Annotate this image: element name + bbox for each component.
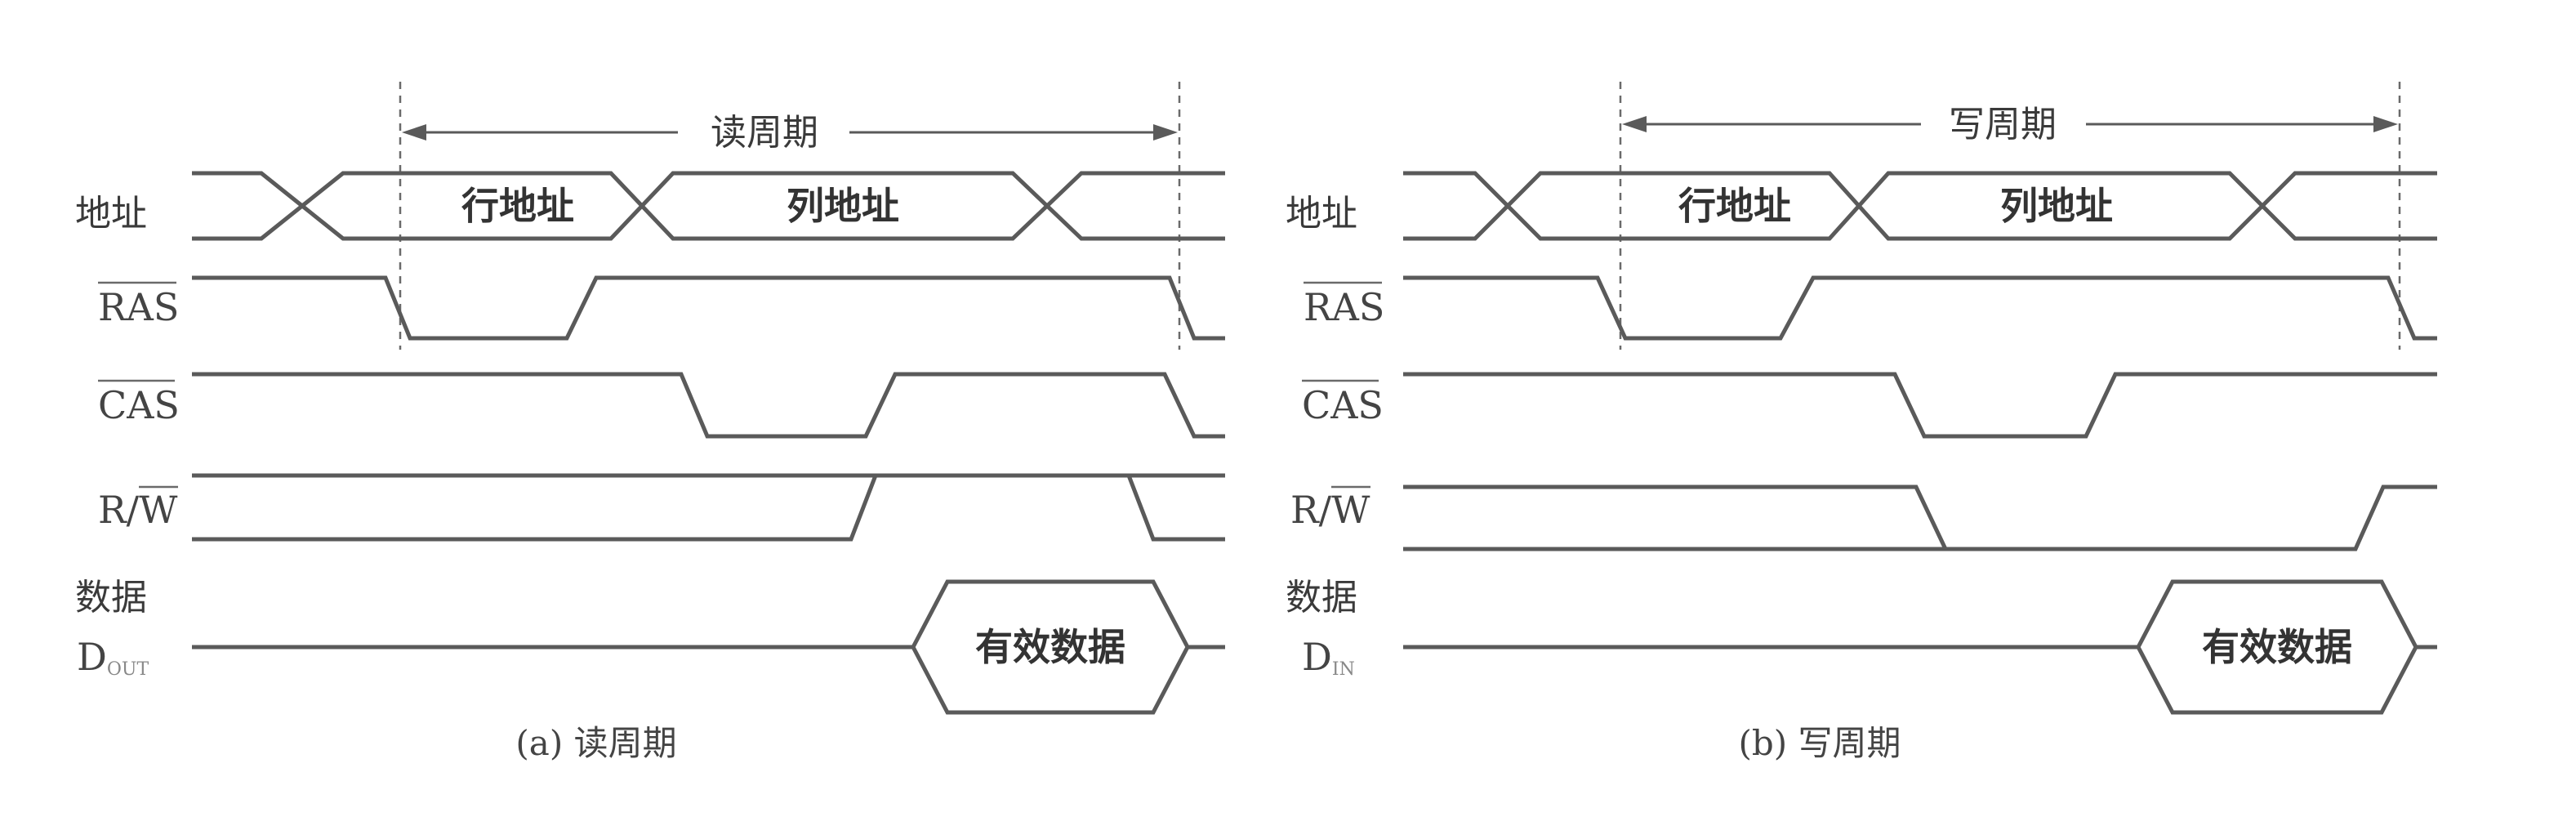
read-valid-data-label: 有效数据 bbox=[975, 625, 1125, 669]
write-column-address-label: 列地址 bbox=[2000, 184, 2113, 228]
read-cycle-panel: 读周期 地址 RAS CAS R/W 数据 DOUT 行地址 列地址 有效数据 bbox=[75, 82, 1225, 763]
write-cas-label: CAS bbox=[1302, 383, 1384, 427]
write-cycle-panel: 写周期 地址 RAS CAS R/W 数据 DIN 行地址 列地址 有效数据 (… bbox=[1286, 82, 2437, 763]
read-data-waveform bbox=[192, 579, 1225, 715]
write-address-label: 地址 bbox=[1286, 193, 1357, 234]
read-rw-label: R/W bbox=[98, 488, 178, 532]
write-address-waveform bbox=[1403, 171, 2437, 241]
read-row-address-label: 行地址 bbox=[461, 184, 574, 228]
write-rw-label: R/W bbox=[1290, 488, 1370, 532]
read-period-arrow bbox=[402, 124, 1178, 141]
read-period-label: 读周期 bbox=[711, 112, 818, 154]
read-data-label: 数据 bbox=[75, 577, 147, 618]
write-rw-waveform bbox=[1403, 484, 2437, 551]
read-dout-label: DOUT bbox=[77, 635, 149, 680]
read-address-waveform bbox=[192, 171, 1225, 241]
write-row-address-label: 行地址 bbox=[1678, 184, 1791, 228]
write-period-arrow bbox=[1622, 116, 2398, 132]
write-caption: (b) 写周期 bbox=[1738, 723, 1901, 763]
read-column-address-label: 列地址 bbox=[787, 184, 899, 228]
read-ras-waveform bbox=[192, 275, 1225, 341]
write-valid-data-label: 有效数据 bbox=[2202, 625, 2352, 669]
write-data-label: 数据 bbox=[1286, 577, 1357, 618]
read-ras-label: RAS bbox=[98, 285, 179, 329]
read-cas-label: CAS bbox=[98, 383, 180, 427]
read-address-label: 地址 bbox=[75, 193, 147, 234]
write-period-label: 写周期 bbox=[1949, 104, 2057, 145]
write-ras-waveform bbox=[1403, 275, 2437, 341]
write-din-label: DIN bbox=[1302, 635, 1355, 680]
read-cas-waveform bbox=[192, 372, 1225, 439]
write-cas-waveform bbox=[1403, 372, 2437, 439]
write-data-waveform bbox=[1403, 579, 2437, 715]
read-caption: (a) 读周期 bbox=[515, 723, 676, 763]
write-ras-label: RAS bbox=[1304, 285, 1384, 329]
read-rw-waveform bbox=[192, 473, 1225, 542]
